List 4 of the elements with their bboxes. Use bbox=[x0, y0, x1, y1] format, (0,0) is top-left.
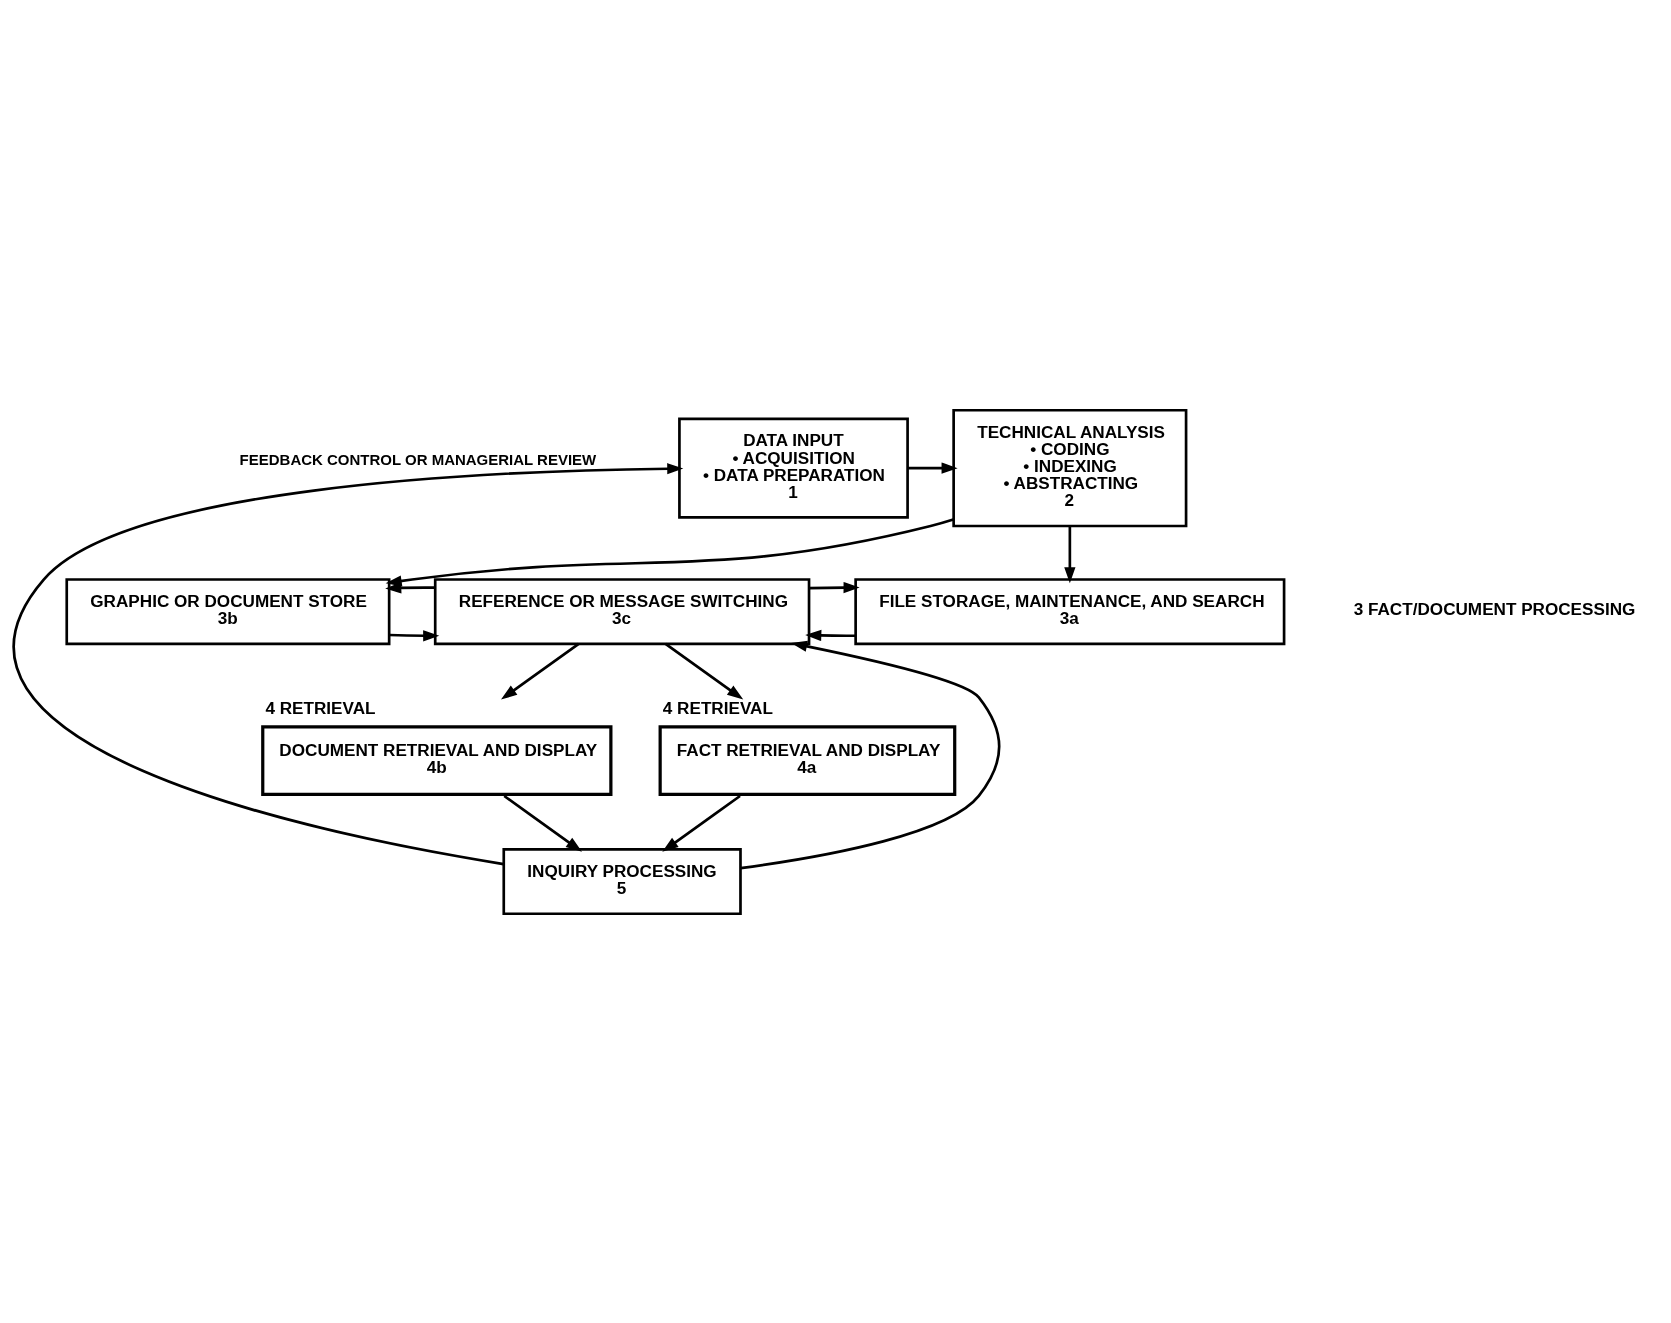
node-label: 4 RETRIEVAL bbox=[662, 697, 773, 718]
label: 3 FACT/DOCUMENT PROCESSING bbox=[1353, 598, 1636, 619]
node-label: 4 RETRIEVAL bbox=[265, 697, 376, 718]
edge-label: FEEDBACK CONTROL OR MANAGERIAL REVIEW bbox=[239, 450, 597, 468]
